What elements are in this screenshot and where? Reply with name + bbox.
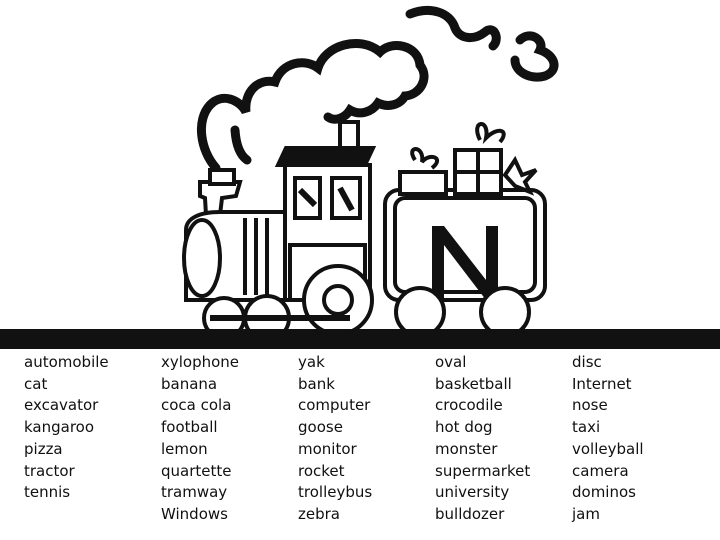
word-column-4: oval basketball crocodile hot dog monste…: [435, 352, 565, 526]
word-item: university: [435, 483, 510, 502]
word-item: taxi: [572, 418, 601, 437]
tender-car: [383, 122, 547, 302]
word-item: quartette: [161, 461, 232, 480]
word-item: volleyball: [572, 439, 644, 458]
word-column-2: xylophone banana coca cola football lemo…: [161, 352, 291, 526]
word-column-3: yak bank computer goose monitor rocket t…: [298, 352, 428, 526]
word-item: Windows: [161, 504, 228, 523]
word-item: lemon: [161, 439, 208, 458]
cab-chimney: [338, 120, 360, 150]
word-item: bank: [298, 374, 335, 393]
word-item: banana: [161, 374, 218, 393]
word-item: pizza: [24, 439, 63, 458]
word-item: football: [161, 418, 218, 437]
word-item: supermarket: [435, 461, 531, 480]
word-item: cat: [24, 374, 48, 393]
word-item: hot dog: [435, 418, 493, 437]
word-item: yak: [298, 353, 325, 371]
word-item: Internet: [572, 374, 632, 393]
word-item: camera: [572, 461, 629, 480]
word-item: tramway: [161, 483, 228, 502]
word-item: monitor: [298, 439, 357, 458]
word-item: xylophone: [161, 353, 240, 371]
word-item: trolleybus: [298, 483, 373, 502]
word-item: bulldozer: [435, 504, 505, 523]
word-item: zebra: [298, 504, 340, 523]
wheels: [202, 264, 531, 330]
word-item: monster: [435, 439, 498, 458]
smoke-cloud: [196, 6, 559, 173]
word-item: rocket: [298, 461, 345, 480]
ground-bar: [0, 329, 720, 349]
word-item: nose: [572, 396, 608, 415]
word-item: excavator: [24, 396, 99, 415]
word-item: oval: [435, 353, 467, 371]
word-item: dominos: [572, 483, 636, 502]
word-item: basketball: [435, 374, 512, 393]
word-item: tennis: [24, 483, 71, 502]
word-item: coca cola: [161, 396, 232, 415]
cab-roof: [274, 146, 377, 167]
word-item: tractor: [24, 461, 75, 480]
word-item: crocodile: [435, 396, 503, 415]
word-item: goose: [298, 418, 343, 437]
word-item: kangaroo: [24, 418, 95, 437]
word-column-1: automobile cat excavator kangaroo pizza …: [24, 352, 154, 504]
word-item: automobile: [24, 353, 109, 371]
word-item: jam: [572, 504, 600, 523]
train-illustration: [182, 6, 559, 330]
word-column-5: disc Internet nose taxi volleyball camer…: [572, 352, 702, 526]
word-item: disc: [572, 353, 602, 371]
word-item: computer: [298, 396, 371, 415]
car-letter: [432, 226, 498, 300]
